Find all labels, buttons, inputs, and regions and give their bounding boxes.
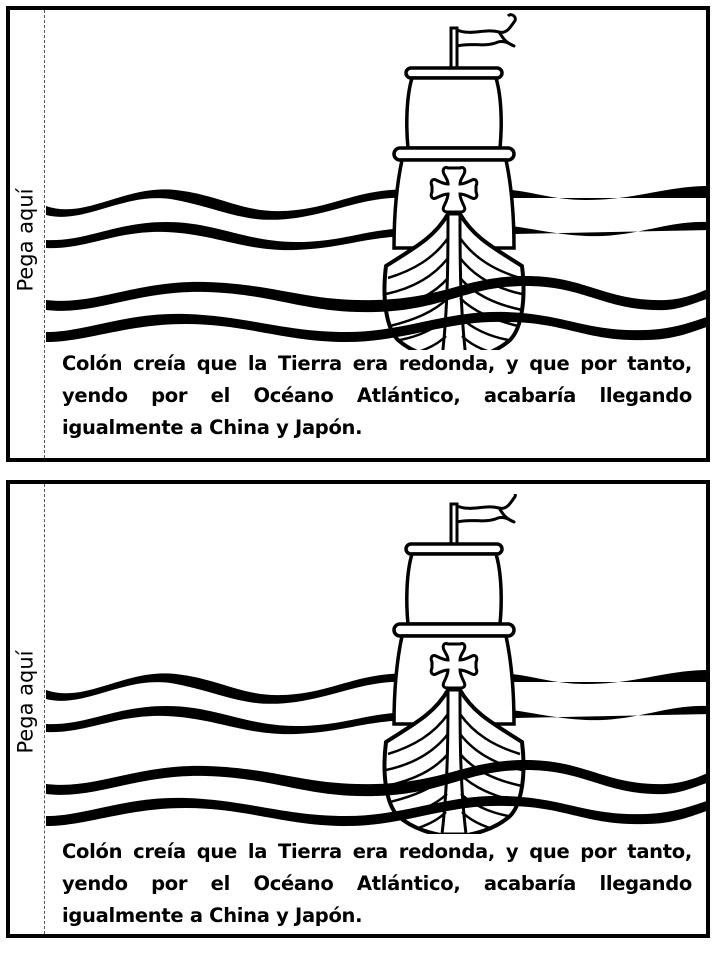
story-text-line-1: Colón creía que la Tierra era redonda, y… <box>62 840 692 863</box>
story-text: Colón creía que la Tierra era redonda, y… <box>62 348 692 444</box>
fold-guide-line <box>44 10 45 458</box>
glue-here-label: Pega aquí <box>14 650 38 754</box>
story-text-line-3: igualmente a China y Japón. <box>62 416 363 439</box>
fold-guide-line <box>44 484 45 934</box>
story-text-line-2: yendo por el Océano Atlántico, acabaría … <box>62 872 692 895</box>
glue-here-label: Pega aquí <box>14 188 38 292</box>
story-text: Colón creía que la Tierra era redonda, y… <box>62 836 692 932</box>
story-card-2: Pega aquí Colón creía que la Tierra era … <box>6 480 710 938</box>
story-text-line-2: yendo por el Océano Atlántico, acabaría … <box>62 384 692 407</box>
story-card-1: Pega aquí Colón creía que la Tierra era … <box>6 6 710 462</box>
ship-on-waves-illustration <box>46 12 706 350</box>
story-text-line-3: igualmente a China y Japón. <box>62 904 363 927</box>
ship-on-waves-illustration <box>46 494 706 834</box>
story-text-line-1: Colón creía que la Tierra era redonda, y… <box>62 352 692 375</box>
